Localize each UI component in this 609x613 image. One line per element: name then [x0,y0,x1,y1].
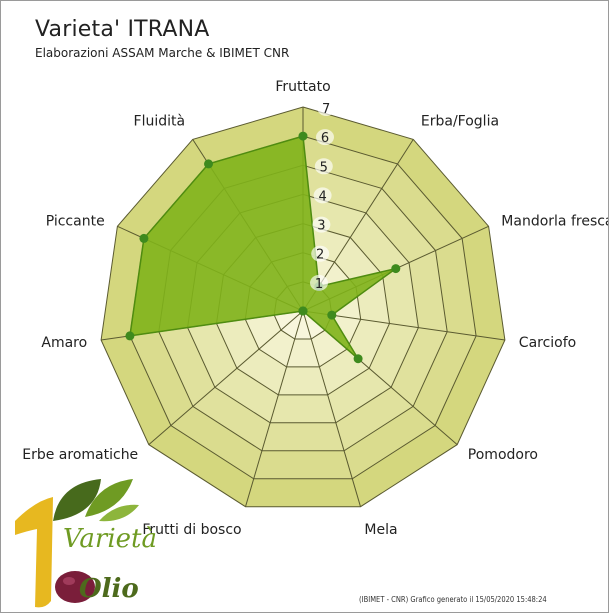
series-point [139,233,149,243]
category-label: Carciofo [519,335,576,351]
series-point [353,354,363,364]
category-label: Erba/Foglia [421,114,499,130]
logo-text-olio: Olio [79,574,139,604]
series-point [327,310,337,320]
category-label: Piccante [46,213,105,229]
tick-label-2: 2 [316,248,324,263]
tick-label-3: 3 [317,219,325,234]
varieta-olio-logo: Varietà Olio [15,479,157,608]
tick-label-bg [314,158,333,175]
tick-label-bg [317,100,336,116]
series-area [129,135,397,360]
tick-label-7: 7 [322,102,330,117]
category-label: Frutti di bosco [142,522,241,538]
tick-label-bg [313,187,332,204]
series-point [204,159,213,169]
tick-label-bg [316,129,334,146]
tick-label-bg [310,274,328,291]
grid-spoke [148,310,304,445]
grid-spoke [245,310,304,507]
tick-label-bg [312,216,331,233]
tick-label-bg [311,245,330,262]
category-label: Fruttato [275,79,330,95]
category-label: Amaro [41,335,87,351]
series-point [298,306,308,316]
series-point [125,331,135,341]
grid-spoke [302,310,505,341]
series-point [298,131,308,141]
category-label: Fluidità [134,114,186,130]
tick-label-6: 6 [321,131,329,146]
grid-spoke [302,310,361,507]
category-label: Pomodoro [468,447,538,463]
series-point [391,264,401,274]
tick-label-1: 1 [315,277,323,292]
category-label: Mela [364,522,397,538]
category-label: Mandorla fresca [501,213,608,229]
chart-subtitle: Elaborazioni ASSAM Marche & IBIMET CNR [35,46,290,60]
logo-text-varieta: Varietà [63,524,157,554]
category-label: Erbe aromatiche [22,447,138,463]
tick-label-5: 5 [320,160,328,175]
chart-title: Varieta' ITRANA [35,17,210,42]
tick-label-4: 4 [318,189,326,204]
chart-footer: (IBIMET - CNR) Grafico generato il 15/05… [359,595,547,604]
radar-tick-labels: 1 2 3 4 5 6 7 [310,100,336,292]
